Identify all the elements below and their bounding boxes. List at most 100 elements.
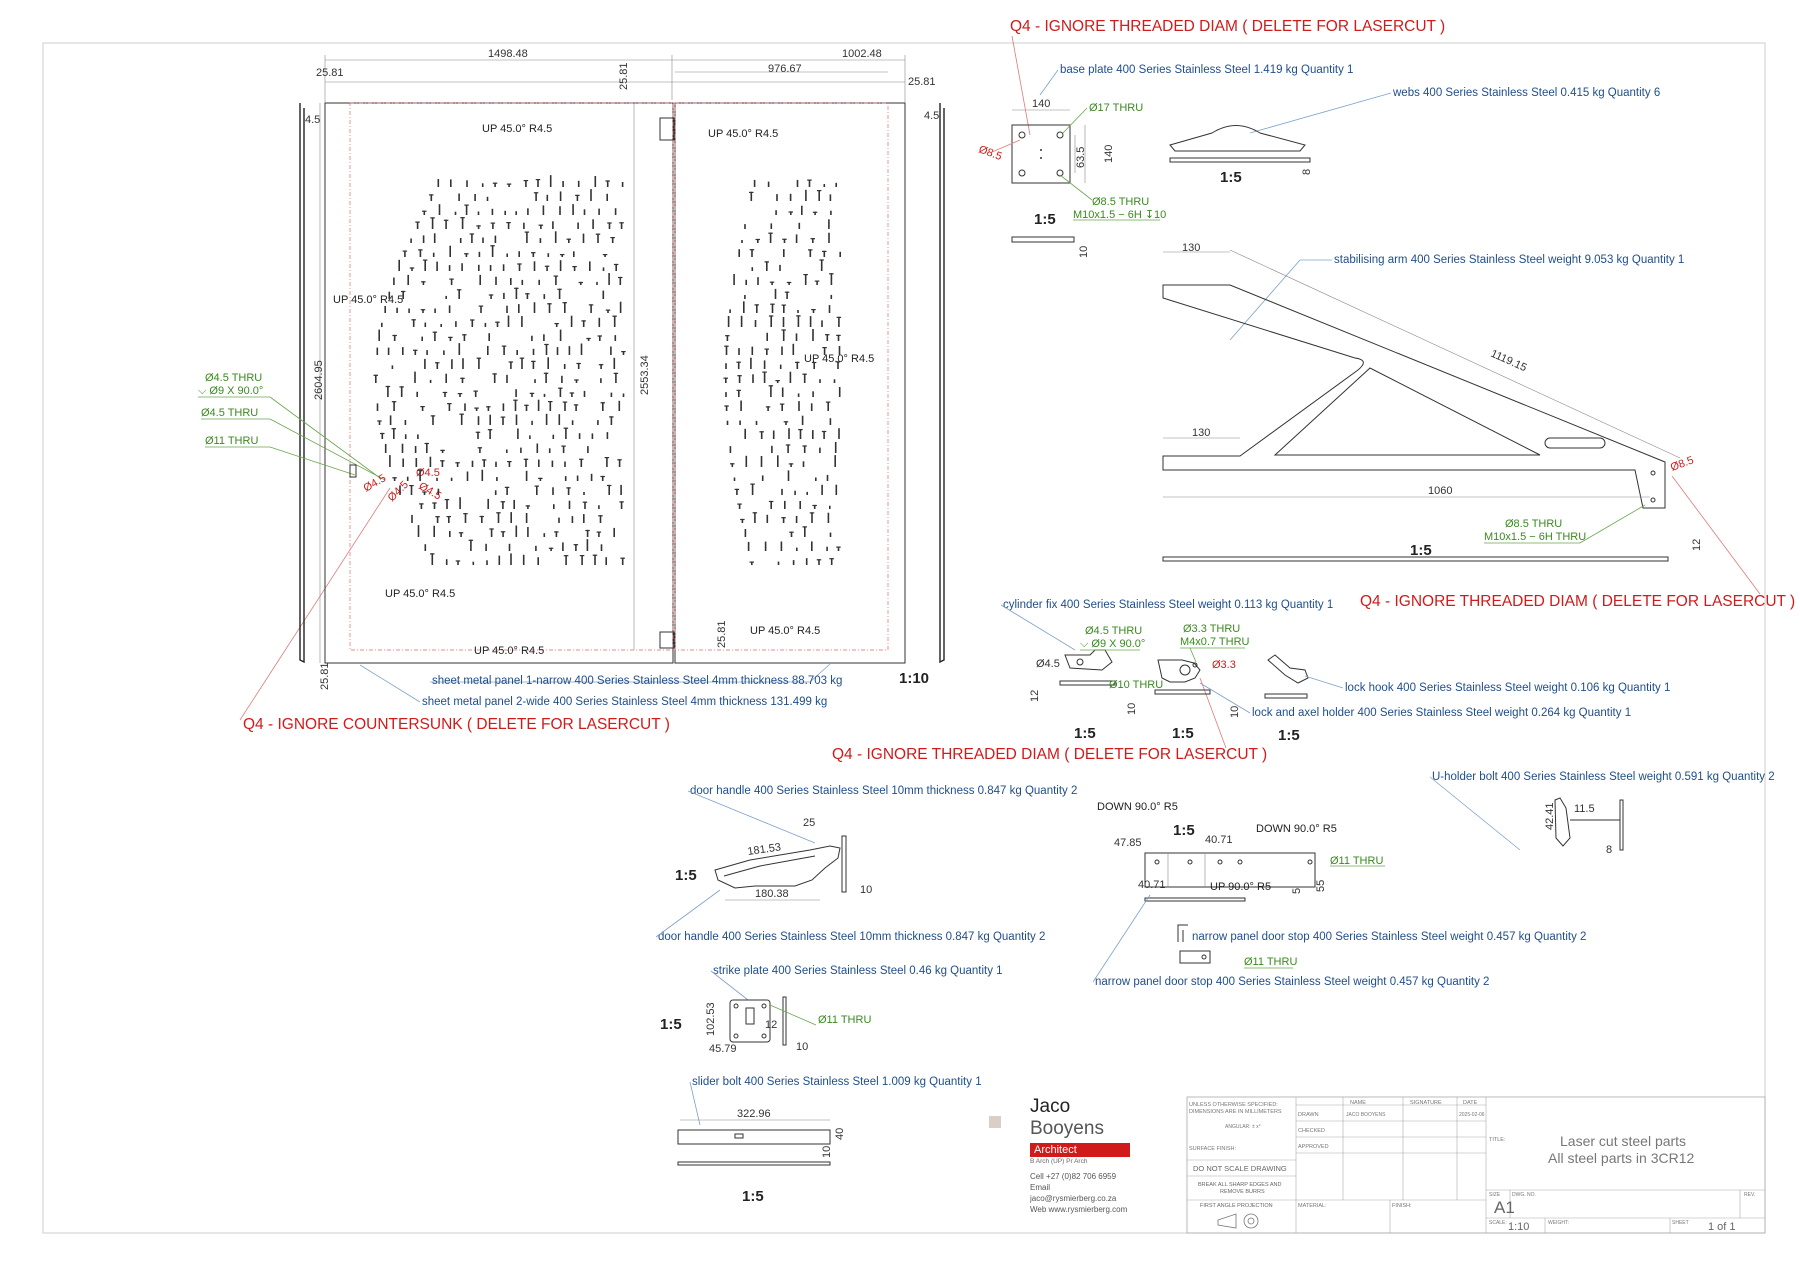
perforation-slot [779,403,785,405]
perforation-slot [770,315,772,327]
perforation-slot [573,404,579,406]
perforation-slot [461,263,463,271]
perforation-slot [380,432,385,435]
perforation-slot [811,512,813,523]
perforation-slot [563,555,569,557]
perforation-slot [459,413,464,415]
perforation-slot [733,477,736,481]
perforation-slot [783,421,789,423]
perforation-slot [558,517,560,523]
perforation-slot [562,302,567,304]
perforation-slot [567,487,570,495]
perforation-slot [600,402,605,404]
ds-down-1: DOWN 90.0° R5 [1097,801,1178,813]
perforation-slot [575,194,580,196]
logo-first-name: Jaco [1030,1096,1071,1117]
perforation-slot [579,458,584,460]
perforation-slot [525,458,527,467]
perforation-slot [789,371,792,383]
perforation-slot [812,391,814,397]
perforation-slot [777,455,779,467]
perforation-slot [578,281,583,284]
perforation-slot [548,448,551,453]
tb-dwg-h: DWG. NO. [1512,1192,1536,1198]
tb-title-h: TITLE: [1489,1137,1506,1143]
perforation-slot [389,415,392,425]
cf-hole-r: Ø4.5 [1036,658,1060,670]
perforation-slot [440,460,445,462]
tb-weight-h: WEIGHT: [1548,1220,1569,1226]
perforation-slot [524,404,529,406]
perforation-slot [501,345,507,347]
perforation-slot [532,348,535,355]
perforation-slot [460,532,462,537]
perforation-slot [441,449,444,453]
arm-label: stabilising arm 400 Series Stainless Ste… [1334,254,1684,266]
perforation-slot [523,180,529,182]
perforation-slot [378,420,381,425]
perforation-slot [564,476,567,481]
perforation-slot [781,488,783,495]
perforation-slot [483,459,485,467]
perforation-slot [404,250,406,257]
perforation-slot [608,222,611,229]
perforation-slot [577,222,579,229]
perforation-slot [472,561,475,565]
perforation-slot [762,371,767,373]
perforation-slot [490,528,493,537]
perforation-slot [799,429,802,439]
ds-dim-40-bottom: 40.71 [1138,879,1166,891]
perforation-slot [486,406,491,408]
perforation-slot [729,446,732,453]
perforation-slot [770,385,772,397]
perforation-slot [464,513,467,523]
perforation-slot [584,501,586,509]
perforation-slot [771,445,773,453]
perforation-slot [620,222,623,229]
perforation-slot [449,245,451,257]
perforation-slot [479,274,481,285]
dim-2604: 2604.95 [313,360,325,400]
perforation-slot [475,431,481,433]
dim-140-side: 140 [1103,145,1115,163]
perforation-slot [615,263,617,271]
perforation-slot [471,319,474,327]
perforation-slot [491,208,494,215]
perforation-slot [531,392,533,397]
tb-scale: 1:10 [1508,1221,1529,1233]
perforation-slot [594,176,597,187]
perforation-slot [566,487,571,489]
perforation-slot [568,500,571,509]
dh-label-top: door handle 400 Series Stainless Steel 1… [690,785,1077,797]
perforation-slot [436,477,438,481]
perforation-slot [400,290,406,293]
perforation-slot [531,335,533,341]
perforation-slot [475,407,478,411]
perforation-slot [580,343,583,355]
hole-red: Ø4.5 [386,479,411,504]
perforation-slot [378,329,380,341]
perforation-slot [538,279,540,285]
perforation-slot [525,180,527,187]
perforation-slot [458,343,461,355]
perforation-slot [816,190,822,192]
perforation-slot [506,374,508,383]
perforation-slot [576,475,579,481]
perforation-slot [614,208,617,215]
perforation-slot [481,515,483,523]
perforation-slot [757,238,759,243]
perforation-slot [559,206,561,215]
perforation-slot [529,435,531,439]
perforation-slot [608,484,610,495]
perforation-slot [596,531,602,533]
perforation-slot [572,204,574,215]
perforation-slot [562,181,564,187]
cylinder-fix-view: cylinder fix 400 Series Stainless Steel … [1000,599,1333,742]
perforation-slot [804,526,806,537]
perforation-slot [610,392,613,397]
perforation-slot [766,514,769,523]
perforation-slot [470,319,475,321]
perforation-slot [411,319,416,321]
perforation-slot [421,281,426,283]
perforation-slot [445,295,447,299]
